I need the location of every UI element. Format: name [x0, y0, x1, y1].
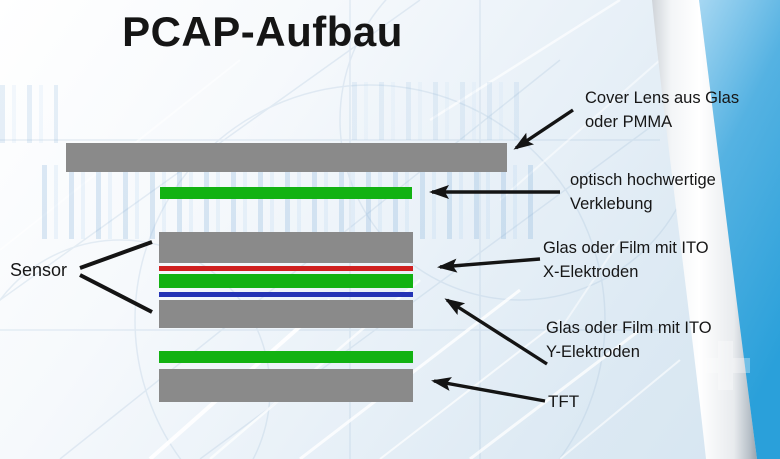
background-stripes — [352, 82, 522, 140]
label-tft: TFT — [548, 390, 579, 414]
label-cover-lens: Cover Lens aus Glas oder PMMA — [585, 86, 739, 134]
label-y-electrodes: Glas oder Film mit ITO Y-Elektroden — [546, 316, 712, 364]
background-stripes — [0, 85, 58, 143]
layer-optical-bonding — [160, 187, 412, 199]
background-stripes — [42, 165, 534, 239]
label-line: Cover Lens aus Glas — [585, 89, 740, 107]
layer-sensor-glass-y — [159, 300, 413, 328]
layer-y-electrodes — [159, 292, 413, 297]
layer-lcd-bonding — [159, 351, 413, 363]
corner-blue — [699, 0, 780, 459]
layer-cover-lens — [66, 143, 507, 172]
layer-sensor-glass-x — [159, 232, 413, 263]
sensor-bracket-lower — [79, 273, 153, 314]
label-line: optisch hochwertige — [570, 171, 716, 189]
arrow-y-electrodes — [444, 298, 548, 366]
label-line: oder PMMA — [585, 113, 673, 131]
sensor-bracket-upper — [79, 240, 153, 270]
label-line: Glas oder Film mit ITO — [543, 239, 709, 257]
label-sensor: Sensor — [10, 258, 67, 282]
layer-sensor-adhesive — [159, 274, 413, 288]
layer-tft — [159, 369, 413, 402]
label-line: X-Elektroden — [543, 263, 639, 281]
label-line: Verklebung — [570, 195, 653, 213]
label-optical-bonding: optisch hochwertige Verklebung — [570, 168, 716, 216]
label-line: TFT — [548, 392, 580, 411]
label-x-electrodes: Glas oder Film mit ITO X-Elektroden — [543, 236, 709, 284]
arrow-cover-lens — [513, 108, 574, 150]
label-line: Sensor — [10, 260, 68, 280]
arrow-tft — [431, 377, 546, 403]
page-curl — [652, 0, 757, 459]
arrow-x-electrodes — [437, 257, 541, 273]
label-line: Glas oder Film mit ITO — [546, 319, 712, 337]
label-line: Y-Elektroden — [546, 343, 640, 361]
layer-x-electrodes — [159, 266, 413, 271]
page-title: PCAP-Aufbau — [122, 8, 403, 55]
